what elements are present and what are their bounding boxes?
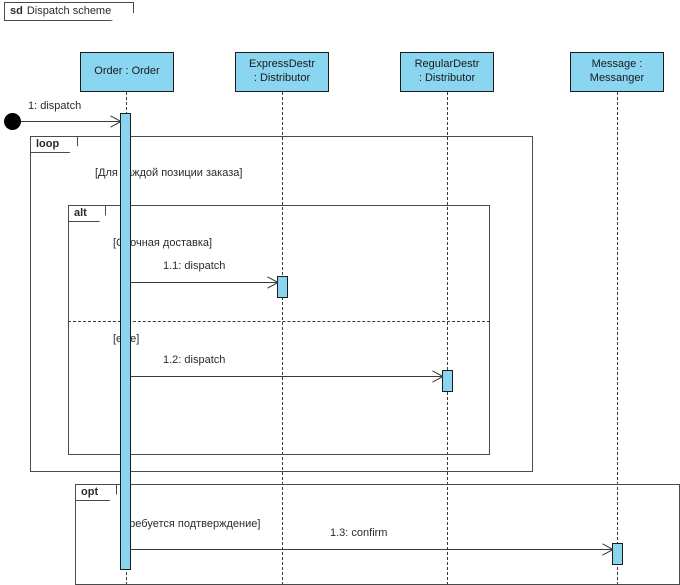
message-line-1-3[interactable] (131, 549, 612, 550)
message-label-1-2: 1.2: dispatch (163, 354, 226, 366)
activation-express[interactable] (277, 276, 288, 298)
lifeline-head-order[interactable]: Order : Order (80, 52, 174, 92)
lifeline-label-line1: Message : (591, 58, 643, 71)
message-line-1[interactable] (21, 121, 120, 122)
message-arrowhead-1-2 (431, 369, 442, 383)
message-line-1-1[interactable] (131, 282, 277, 283)
lifeline-stem-express (282, 92, 283, 585)
diagram-frame-label: sd Dispatch scheme (4, 2, 134, 21)
message-arrowhead-1 (109, 114, 120, 128)
message-arrowhead-1-3 (601, 542, 612, 556)
fragment-loop-operator: loop (36, 138, 60, 150)
activation-regular[interactable] (442, 370, 453, 392)
fragment-opt-operator: opt (81, 486, 99, 498)
frame-title: Dispatch scheme (26, 5, 112, 17)
lifeline-head-express-distributor[interactable]: ExpressDestr : Distributor (235, 52, 329, 92)
lifeline-label-line2: : Distributor (418, 72, 476, 84)
message-line-1-2[interactable] (131, 376, 442, 377)
lifeline-label-line1: RegularDestr (414, 58, 480, 71)
lifeline-label-line2: : Distributor (253, 72, 311, 84)
lifeline-stem-messenger (617, 92, 618, 585)
fragment-opt-guard: [Требуется подтверждение] (120, 518, 261, 530)
fragment-alt-operator-tab: alt (68, 205, 106, 222)
lifeline-label-line2: Messanger (589, 72, 645, 84)
found-message-start-node (4, 113, 21, 130)
lifeline-head-regular-distributor[interactable]: RegularDestr : Distributor (400, 52, 494, 92)
fragment-alt-separator (68, 321, 490, 322)
fragment-loop[interactable] (30, 136, 533, 472)
fragment-loop-operator-tab: loop (30, 136, 78, 153)
fragment-alt-operator: alt (74, 207, 87, 219)
lifeline-label-line1: ExpressDestr (248, 58, 316, 71)
message-label-1: 1: dispatch (28, 100, 82, 112)
frame-keyword: sd (10, 5, 23, 17)
message-label-1-1: 1.1: dispatch (163, 260, 226, 272)
activation-order[interactable] (120, 113, 131, 570)
lifeline-label-line1: Order : Order (94, 65, 160, 78)
lifeline-stem-regular (447, 92, 448, 585)
fragment-alt[interactable] (68, 205, 490, 455)
message-arrowhead-1-1 (266, 275, 277, 289)
message-label-1-3: 1.3: confirm (330, 527, 388, 539)
fragment-loop-guard: [Для каждой позиции заказа] (95, 167, 243, 179)
activation-messenger[interactable] (612, 543, 623, 565)
fragment-opt-operator-tab: opt (75, 484, 117, 501)
lifeline-head-message-messanger[interactable]: Message : Messanger (570, 52, 664, 92)
fragment-alt-guard-1: [Срочная доставка] (113, 237, 213, 249)
